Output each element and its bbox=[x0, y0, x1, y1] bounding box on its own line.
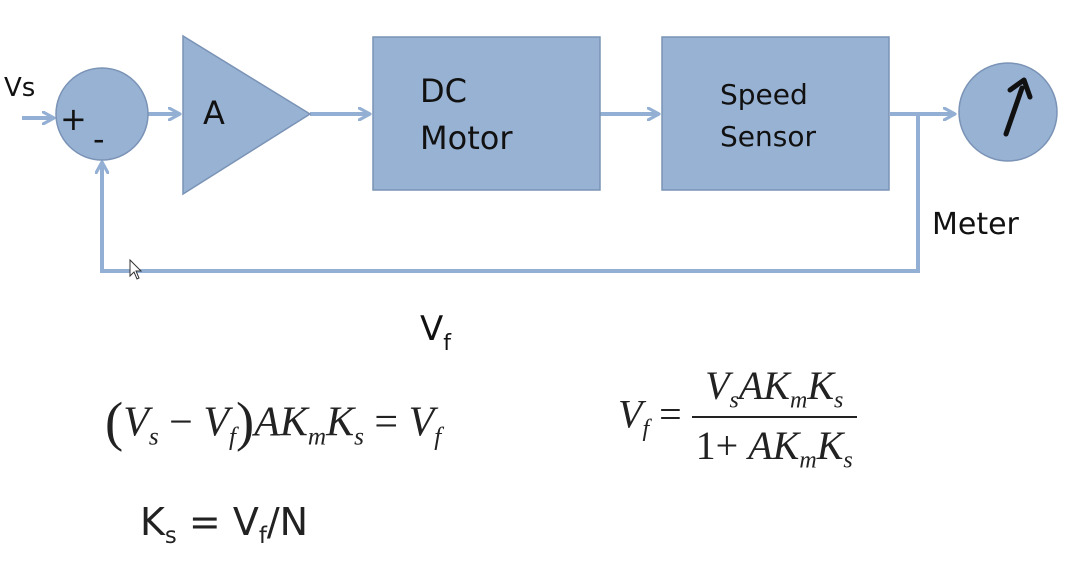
equation-closed-loop: Vf = VsAKmKs 1+ AKmKs bbox=[618, 362, 857, 475]
speed-sensor-label-line2: Sensor bbox=[720, 120, 816, 153]
minus-sign: - bbox=[93, 120, 105, 158]
dc-motor-label-line2: Motor bbox=[420, 119, 513, 157]
equation-sensor-gain: Ks = Vf/N bbox=[140, 500, 309, 549]
speed-sensor-label-line1: Speed bbox=[720, 78, 808, 111]
meter-label: Meter bbox=[932, 207, 1020, 242]
fraction-numerator: VsAKmKs bbox=[691, 362, 857, 419]
mouse-cursor-icon bbox=[129, 258, 143, 280]
feedback-label: Vf bbox=[420, 309, 452, 356]
speed-sensor-block bbox=[661, 36, 890, 191]
dc-motor-block bbox=[372, 36, 601, 191]
dc-motor-label-line1: DC bbox=[420, 72, 467, 110]
fraction: VsAKmKs 1+ AKmKs bbox=[691, 362, 857, 475]
fraction-denominator: 1+ AKmKs bbox=[695, 423, 853, 474]
feedback-path bbox=[102, 114, 920, 273]
equation-loop: (Vs − Vf)AKmKs = Vf bbox=[105, 391, 442, 452]
meter-needle-icon bbox=[1003, 77, 1033, 137]
input-label: Vs bbox=[4, 73, 35, 103]
amplifier-triangle bbox=[182, 34, 312, 196]
meter-circle bbox=[958, 62, 1058, 162]
plus-sign: + bbox=[60, 100, 87, 138]
summing-junction bbox=[55, 67, 149, 161]
amplifier-label: A bbox=[203, 94, 225, 132]
